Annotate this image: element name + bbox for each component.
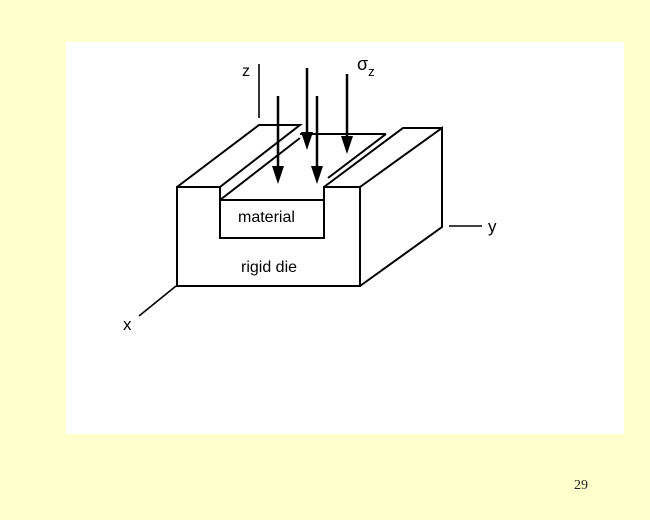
stress-arrow-4: [341, 74, 353, 154]
material-label: material: [238, 209, 295, 226]
stress-symbol: σz: [357, 54, 375, 79]
page-number: 29: [574, 478, 588, 493]
die-right-face: [359, 126, 443, 287]
rigid-die-label: rigid die: [241, 259, 297, 276]
x-axis-label: x: [123, 315, 132, 334]
stress-arrow-2: [301, 68, 313, 150]
die-compression-diagram: z σz y x material rigid die: [123, 54, 497, 334]
y-axis-label: y: [488, 217, 497, 236]
material-top-left-edge: [219, 137, 301, 201]
stress-arrow-3: [311, 96, 323, 184]
x-axis-line: [138, 285, 177, 317]
die-left-wall-top: [176, 124, 303, 188]
stress-arrow-1: [272, 96, 284, 184]
die-right-wall-top: [323, 127, 442, 188]
figure-panel: z σz y x material rigid die: [66, 42, 624, 434]
material-right-edge: [327, 133, 387, 179]
z-axis-label: z: [242, 63, 250, 80]
